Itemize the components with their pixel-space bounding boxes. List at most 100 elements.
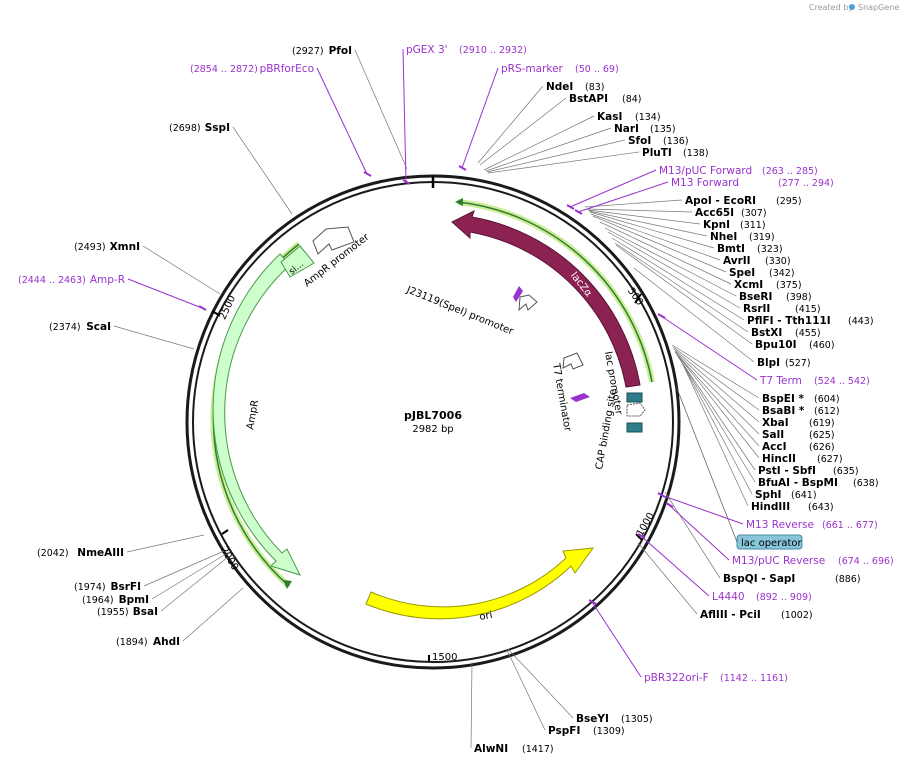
site-position-label: (1894): [116, 637, 148, 648]
site-name-label[interactable]: BsrFI: [110, 581, 141, 593]
site-name-label[interactable]: BlpI: [757, 357, 780, 369]
site-name-label[interactable]: BstAPI: [569, 93, 608, 105]
site-leader: [587, 209, 701, 225]
site-name-label[interactable]: PfoI: [329, 45, 352, 57]
site-name-label[interactable]: RsrII: [743, 303, 770, 315]
primer-mark: [566, 204, 575, 210]
primer-name-label[interactable]: pBRforEco: [260, 63, 314, 75]
site-name-label[interactable]: BspEI *: [762, 393, 805, 405]
cap-binding-block[interactable]: [626, 422, 643, 433]
lac-operator-badge-label: lac operator: [741, 538, 802, 549]
site-name-label[interactable]: KasI: [597, 111, 622, 123]
site-name-label[interactable]: SspI: [205, 122, 230, 134]
primer-mark: [657, 313, 666, 319]
site-leader: [487, 151, 640, 174]
primer-name-label[interactable]: M13/pUC Reverse: [732, 555, 825, 567]
site-leader: [507, 648, 574, 719]
site-name-label[interactable]: BpmI: [119, 594, 149, 606]
primer-name-label[interactable]: T7 Term: [759, 375, 802, 387]
site-name-label[interactable]: ScaI: [86, 321, 111, 333]
primer-position-label: (2444 .. 2463): [18, 275, 86, 286]
site-name-label[interactable]: AccI: [762, 441, 786, 453]
feature-ampr-promoter[interactable]: AmpR promoter: [302, 226, 372, 289]
site-name-label[interactable]: XcmI: [734, 279, 763, 291]
site-position-label: (134): [635, 112, 661, 123]
site-leader: [182, 587, 244, 642]
site-leader: [676, 354, 756, 471]
primer-mark: [402, 179, 411, 185]
primer-name-label[interactable]: M13/pUC Forward: [659, 165, 752, 177]
site-leader: [675, 352, 760, 459]
site-leader: [586, 208, 693, 213]
primer-name-label[interactable]: M13 Reverse: [746, 519, 814, 531]
site-name-label[interactable]: AvrII: [723, 255, 751, 267]
site-name-label[interactable]: Bpu10I: [755, 339, 797, 351]
site-leader: [592, 215, 727, 273]
site-name-label[interactable]: NmeAIII: [77, 547, 124, 559]
site-name-label[interactable]: PflFI - Tth111I: [747, 315, 831, 327]
site-position-label: (886): [835, 574, 861, 585]
site-name-label[interactable]: AlwNI: [474, 743, 508, 755]
t7-terminator-arrow[interactable]: [562, 352, 584, 370]
primer-leader: [402, 48, 407, 183]
j23119-arrow[interactable]: [518, 294, 538, 312]
primer-mark: [657, 492, 666, 498]
site-name-label[interactable]: BfuAI - BspMI: [758, 477, 838, 489]
site-leader: [607, 231, 741, 309]
site-name-label[interactable]: BmtI: [717, 243, 745, 255]
feature-signal[interactable]: si...: [280, 245, 315, 278]
lac-operator-block[interactable]: [626, 392, 643, 403]
site-name-label[interactable]: Acc65I: [695, 207, 734, 219]
ampr-label: AmpR: [245, 399, 261, 430]
site-position-label: (2927): [292, 46, 324, 57]
lac-promoter-block[interactable]: [626, 402, 646, 417]
site-name-label[interactable]: SalI: [762, 429, 784, 441]
site-position-label: (330): [765, 256, 791, 267]
site-name-label[interactable]: HindIII: [751, 501, 790, 513]
site-name-label[interactable]: KpnI: [703, 219, 730, 231]
primer-leader: [640, 535, 710, 597]
site-name-label[interactable]: ApoI - EcoRI: [685, 195, 756, 207]
lac-operator-badge[interactable]: lac operator: [675, 385, 803, 550]
site-name-label[interactable]: NarI: [614, 123, 639, 135]
site-name-label[interactable]: SpeI: [729, 267, 755, 279]
site-position-label: (2493): [74, 242, 106, 253]
primer-name-label[interactable]: M13 Forward: [671, 177, 739, 189]
site-position-label: (443): [848, 316, 874, 327]
feature-ampr[interactable]: AmpR: [212, 253, 301, 576]
site-name-label[interactable]: BspQI - SapI: [723, 573, 795, 585]
site-name-label[interactable]: AflIII - PciI: [700, 609, 761, 621]
primer-name-label[interactable]: pGEX 3': [406, 44, 448, 56]
site-position-label: (398): [786, 292, 812, 303]
site-name-label[interactable]: BsaBI *: [762, 405, 805, 417]
site-position-label: (323): [757, 244, 783, 255]
site-leader: [126, 534, 205, 553]
site-name-label[interactable]: XbaI: [762, 417, 789, 429]
site-name-label[interactable]: AhdI: [153, 636, 180, 648]
site-position-label: (83): [585, 82, 605, 93]
site-leader: [590, 213, 721, 261]
feature-ori[interactable]: ori: [365, 547, 595, 623]
site-name-label[interactable]: PspFI: [548, 725, 580, 737]
site-leader: [615, 244, 753, 345]
site-name-label[interactable]: BseRI: [739, 291, 772, 303]
site-name-label[interactable]: BsaI: [133, 606, 158, 618]
site-name-label[interactable]: NdeI: [546, 81, 573, 93]
site-name-label[interactable]: PstI - SbfI: [758, 465, 816, 477]
site-name-label[interactable]: XmnI: [110, 241, 140, 253]
site-name-label[interactable]: BseYI: [576, 713, 609, 725]
primer-name-label[interactable]: L4440: [712, 591, 745, 603]
site-name-label[interactable]: SphI: [755, 489, 781, 501]
site-leader: [584, 199, 683, 208]
primer-mark: [637, 533, 646, 539]
site-name-label[interactable]: SfoI: [628, 135, 651, 147]
site-name-label[interactable]: PluTI: [642, 147, 672, 159]
primer-name-label[interactable]: pBR322ori-F: [644, 672, 709, 684]
site-leader: [470, 661, 473, 749]
site-leader: [483, 115, 595, 171]
site-name-label[interactable]: BstXI: [751, 327, 782, 339]
site-name-label[interactable]: NheI: [710, 231, 737, 243]
site-name-label[interactable]: HincII: [762, 453, 796, 465]
primer-name-label[interactable]: Amp-R: [90, 274, 125, 286]
primer-name-label[interactable]: pRS-marker: [501, 63, 564, 75]
